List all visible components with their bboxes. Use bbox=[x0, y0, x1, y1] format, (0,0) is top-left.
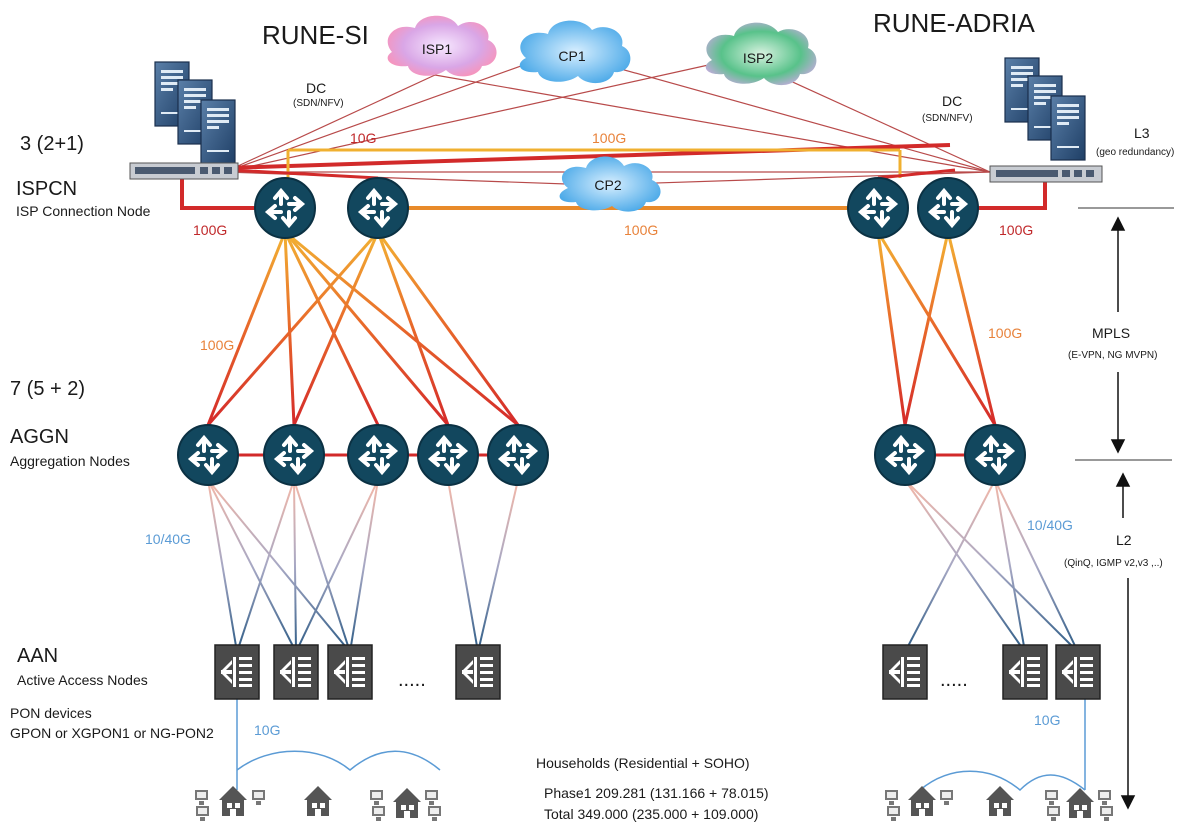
right-aggregation-links bbox=[876, 231, 997, 426]
right-dc-subtitle: (SDN/NFV) bbox=[922, 113, 973, 124]
aggn-router-si-5 bbox=[486, 423, 550, 487]
aggn-router-adria-1 bbox=[873, 423, 937, 487]
aggn-description: Aggregation Nodes bbox=[10, 453, 130, 469]
ispcn-description: ISP Connection Node bbox=[16, 203, 151, 219]
link-label-access-left: 10/40G bbox=[145, 531, 191, 547]
left-household-icons bbox=[195, 786, 441, 821]
link-label-100g-left: 100G bbox=[193, 222, 227, 238]
layer-arrows bbox=[1110, 216, 1136, 810]
cloud-isp1-label: ISP1 bbox=[422, 41, 453, 57]
aggn-router-si-4 bbox=[416, 423, 480, 487]
left-dc-subtitle: (SDN/NFV) bbox=[293, 98, 344, 109]
right-access-links bbox=[904, 479, 1079, 653]
cloud-isp1: ISP1 bbox=[387, 15, 497, 77]
households-title: Households (Residential + SOHO) bbox=[536, 755, 750, 771]
aan-node-adria-3 bbox=[1055, 644, 1101, 700]
right-dc-switch bbox=[989, 165, 1103, 183]
aggn-router-si-1 bbox=[176, 423, 240, 487]
pon-devices-label: PON devices bbox=[10, 705, 92, 721]
households-phase1: Phase1 209.281 (131.166 + 78.015) bbox=[544, 785, 769, 801]
link-label-aggregation-right: 100G bbox=[988, 325, 1022, 341]
link-label-100g-mid: 100G bbox=[624, 222, 658, 238]
aggn-title: AGGN bbox=[10, 426, 69, 448]
link-label-100g-top: 100G bbox=[592, 130, 626, 146]
ispcn-title: ISPCN bbox=[16, 178, 77, 200]
left-dc-servers bbox=[154, 61, 236, 165]
link-label-100g-right: 100G bbox=[999, 222, 1033, 238]
cloud-cp2: CP2 bbox=[559, 156, 661, 212]
layer-l2-label: L2 bbox=[1116, 532, 1132, 548]
households-total: Total 349.000 (235.000 + 109.000) bbox=[544, 806, 758, 822]
link-label-pon-right: 10G bbox=[1034, 712, 1060, 728]
aan-title: AAN bbox=[17, 645, 58, 667]
link-label-access-right: 10/40G bbox=[1027, 517, 1073, 533]
layer-l2-sublabel: (QinQ, IGMP v2,v3 ,..) bbox=[1064, 558, 1163, 569]
aan-node-si-4 bbox=[455, 644, 501, 700]
cloud-cp2-label: CP2 bbox=[594, 177, 621, 193]
aggn-router-adria-2 bbox=[963, 423, 1027, 487]
layer-separators bbox=[1075, 207, 1174, 461]
aan-node-si-3 bbox=[327, 644, 373, 700]
aan-description: Active Access Nodes bbox=[17, 672, 148, 688]
aan-node-adria-2 bbox=[1002, 644, 1048, 700]
left-dc-switch bbox=[129, 162, 239, 180]
cloud-isp2-label: ISP2 bbox=[743, 50, 774, 66]
left-dc-title: DC bbox=[306, 80, 326, 96]
cloud-cp1-label: CP1 bbox=[558, 48, 585, 64]
layer-l3-sublabel: (geo redundancy) bbox=[1096, 147, 1174, 158]
ispcn-router-si-1 bbox=[253, 176, 317, 240]
aan-node-si-1 bbox=[214, 644, 260, 700]
layer-mpls-sublabel: (E-VPN, NG MVPN) bbox=[1068, 350, 1157, 361]
aan-ellipsis-left: ..... bbox=[398, 669, 426, 691]
left-access-links bbox=[207, 479, 519, 653]
aan-node-si-2 bbox=[273, 644, 319, 700]
ispcn-router-adria-1 bbox=[846, 176, 910, 240]
right-household-icons bbox=[885, 786, 1113, 821]
aggn-router-si-2 bbox=[262, 423, 326, 487]
pon-types-label: GPON or XGPON1 or NG-PON2 bbox=[10, 725, 214, 741]
ispcn-count: 3 (2+1) bbox=[20, 133, 84, 155]
aggn-router-si-3 bbox=[346, 423, 410, 487]
ispcn-router-si-2 bbox=[346, 176, 410, 240]
region-rune-si-title: RUNE-SI bbox=[262, 20, 369, 50]
left-aggregation-links bbox=[206, 230, 520, 427]
cloud-isp2: ISP2 bbox=[705, 22, 817, 86]
cloud-cp1: CP1 bbox=[519, 20, 631, 84]
aan-node-adria-1 bbox=[882, 644, 928, 700]
link-label-pon-left: 10G bbox=[254, 722, 280, 738]
right-dc-servers bbox=[1004, 57, 1086, 161]
pon-links bbox=[236, 690, 1086, 792]
layer-mpls-label: MPLS bbox=[1092, 325, 1130, 341]
right-dc-title: DC bbox=[942, 93, 962, 109]
aan-ellipsis-right: ..... bbox=[940, 669, 968, 691]
region-rune-adria-title: RUNE-ADRIA bbox=[873, 8, 1035, 38]
layer-l3-label: L3 bbox=[1134, 125, 1150, 141]
link-label-aggregation-left: 100G bbox=[200, 337, 234, 353]
aggn-count: 7 (5 + 2) bbox=[10, 378, 85, 400]
link-label-10g: 10G bbox=[350, 130, 376, 146]
ispcn-router-adria-2 bbox=[916, 176, 980, 240]
